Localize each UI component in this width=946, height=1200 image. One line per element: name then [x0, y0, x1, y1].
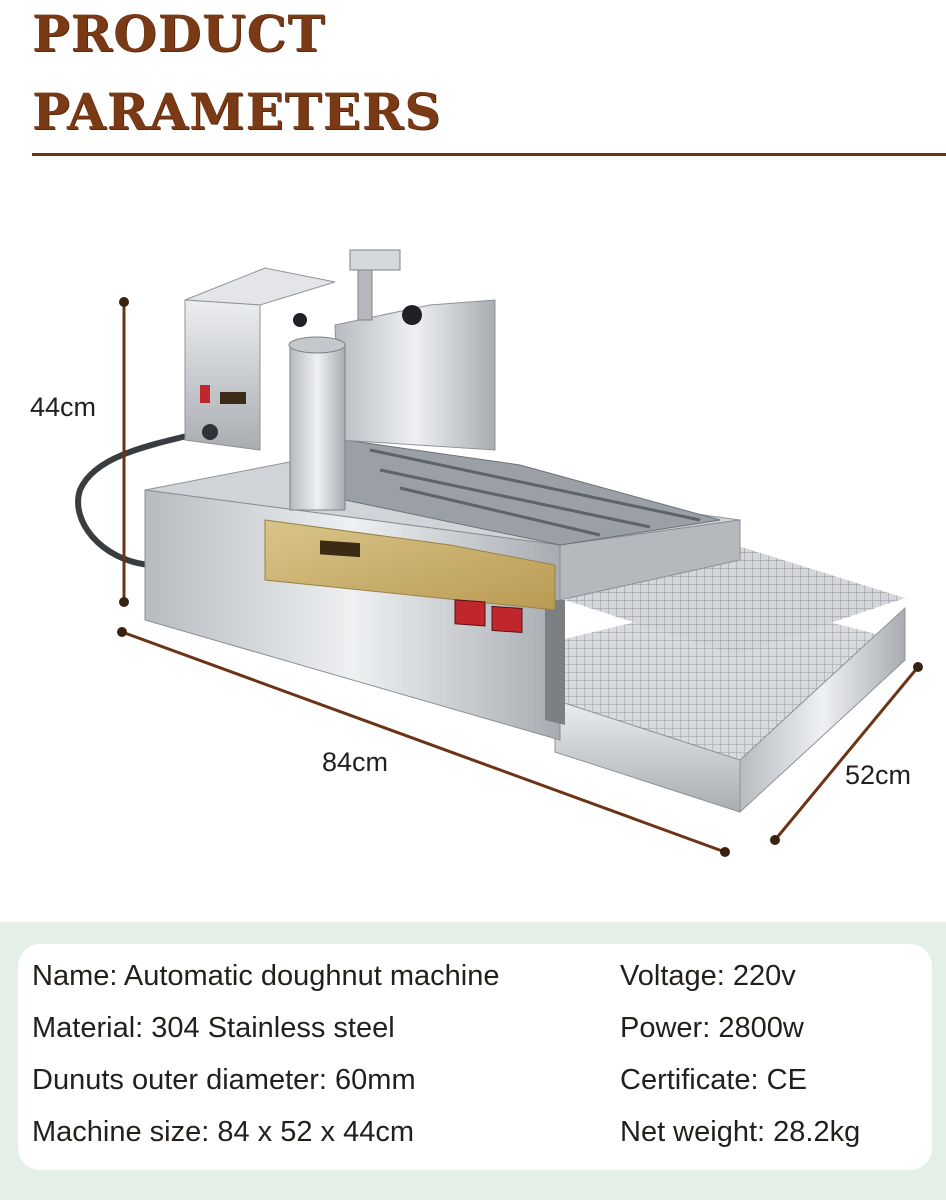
spec-net-weight: Net weight: 28.2kg	[620, 1116, 861, 1148]
dough-hopper	[288, 249, 496, 511]
page-title-line-2: PARAMETERS	[32, 82, 442, 141]
main-body	[144, 439, 741, 741]
black-knob	[402, 305, 422, 325]
width-dimension-label: 52cm	[845, 760, 912, 790]
product-figure: 44cm 84cm 52cm	[0, 160, 946, 920]
spec-material: Material: 304 Stainless steel	[32, 1012, 395, 1044]
spec-outer-diameter: Dunuts outer diameter: 60mm	[32, 1064, 416, 1096]
timer-display	[220, 392, 246, 404]
dimension-lines	[117, 297, 923, 857]
doughnut-machine-illustration	[75, 249, 923, 857]
width-dimension-line	[773, 666, 920, 841]
spec-power: Power: 2800w	[620, 1012, 804, 1044]
spec-name: Name: Automatic doughnut machine	[32, 960, 500, 992]
basket-tray	[554, 545, 906, 814]
power-cord	[75, 427, 213, 568]
display-readout	[320, 540, 360, 558]
power-switch	[200, 385, 210, 403]
spec-machine-size: Machine size: 84 x 52 x 44cm	[32, 1116, 415, 1148]
control-box	[184, 267, 336, 451]
power-knob	[202, 424, 218, 440]
height-dimension-label: 44cm	[30, 392, 97, 422]
specs-card	[18, 944, 932, 1170]
red-switch-1	[454, 599, 486, 627]
spec-certificate: Certificate: CE	[620, 1064, 807, 1096]
title-divider	[32, 153, 946, 156]
page-title-line-1: PRODUCT	[32, 4, 326, 63]
spec-voltage: Voltage: 220v	[620, 960, 796, 992]
length-dimension-line	[121, 630, 726, 854]
length-dimension-label: 84cm	[322, 747, 389, 777]
red-switch-2	[491, 605, 523, 634]
